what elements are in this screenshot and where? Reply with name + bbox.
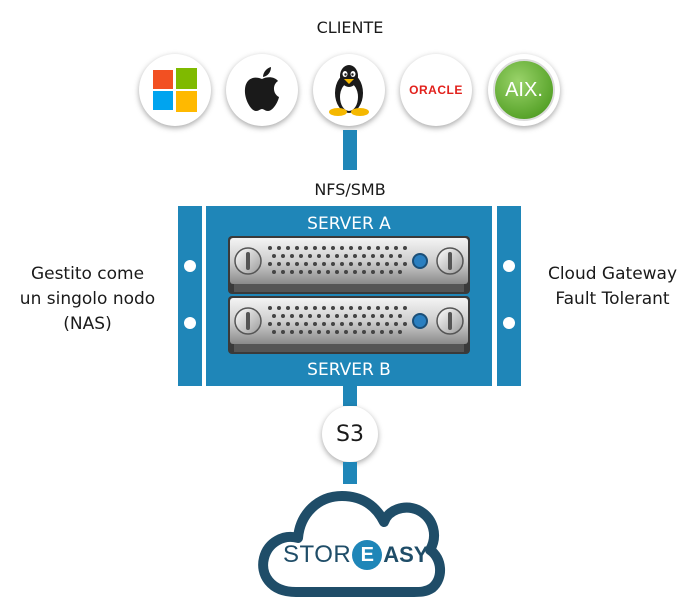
apple-icon xyxy=(226,54,298,126)
server-rack: SERVER A SERVER B xyxy=(206,206,492,386)
right-note-line: Fault Tolerant xyxy=(555,289,670,309)
rack-connector xyxy=(343,386,357,406)
rack-right-rail xyxy=(497,206,521,386)
oracle-logo-text: ORACLE xyxy=(409,83,463,97)
server-a-label: SERVER A xyxy=(307,214,391,234)
rack-hole xyxy=(184,260,196,272)
s3-label: S3 xyxy=(336,421,364,447)
rack-left-rail xyxy=(178,206,202,386)
oracle-icon: ORACLE xyxy=(400,54,472,126)
rack-hole xyxy=(503,260,515,272)
aix-logo-text: AIX. xyxy=(505,78,543,101)
server-b-label: SERVER B xyxy=(307,360,391,380)
brand-prefix: STOR xyxy=(283,541,352,568)
aix-icon: AIX. xyxy=(488,54,560,126)
linux-icon xyxy=(313,54,385,126)
cloud-icon xyxy=(258,491,445,597)
cloud-connector xyxy=(343,462,357,484)
protocol-label: NFS/SMB xyxy=(314,180,386,199)
brand-badge: E xyxy=(352,540,383,570)
right-note-line: Cloud Gateway xyxy=(547,264,678,284)
rack-hole xyxy=(184,317,196,329)
client-title: CLIENTE xyxy=(316,18,384,37)
left-note-line: Gestito come xyxy=(30,264,145,284)
rack-hole xyxy=(503,317,515,329)
left-note: Gestito come un singolo nodo (NAS) xyxy=(0,262,175,337)
windows-icon xyxy=(139,54,211,126)
left-note-line: un singolo nodo xyxy=(19,289,156,309)
client-connector xyxy=(343,130,357,170)
left-note-line: (NAS) xyxy=(63,314,112,334)
server-a-unit xyxy=(228,236,470,294)
brand-suffix: ASY xyxy=(383,542,429,567)
server-b-unit xyxy=(228,296,470,354)
brand-logo: STOR E ASY xyxy=(283,535,433,575)
s3-badge: S3 xyxy=(322,406,378,462)
right-note: Cloud Gateway Fault Tolerant xyxy=(525,262,700,312)
